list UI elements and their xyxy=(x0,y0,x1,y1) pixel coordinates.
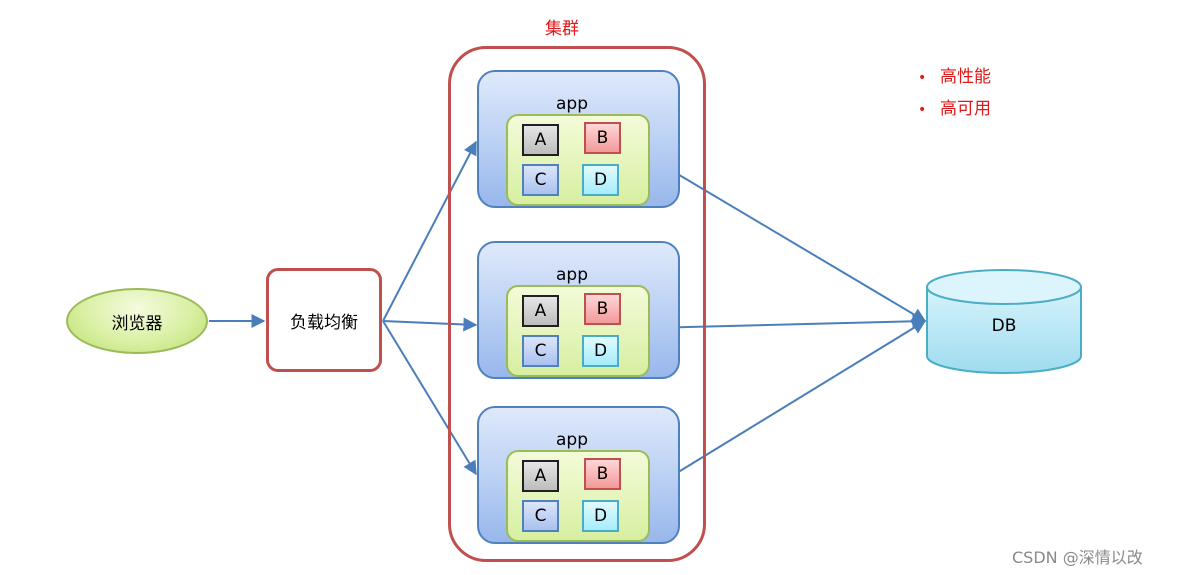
app-label: app xyxy=(556,265,588,285)
cluster-title: 集群 xyxy=(545,19,579,39)
arrow-app-1-to-db xyxy=(648,156,927,322)
app-label: app xyxy=(556,430,588,450)
module-b: B xyxy=(584,293,621,325)
app-node-2: app A B C D xyxy=(477,241,680,379)
app-label: app xyxy=(556,94,588,114)
feature-text: 高性能 xyxy=(940,67,991,87)
bullet-icon: • xyxy=(918,70,927,86)
arrow-lb-to-app-2 xyxy=(382,317,478,332)
feature-text: 高可用 xyxy=(940,99,991,119)
watermark: CSDN @深情以改 xyxy=(1012,548,1143,567)
arrow-app-3-to-db xyxy=(648,320,927,491)
arrow-app-2-to-db xyxy=(648,314,927,329)
cluster-frame xyxy=(448,46,706,562)
browser-node: 浏览器 xyxy=(66,288,208,354)
database-label: DB xyxy=(991,316,1017,336)
module-a: A xyxy=(522,295,559,327)
arrow-lb-to-app-1 xyxy=(382,140,477,322)
module-c: C xyxy=(522,335,559,367)
browser-label: 浏览器 xyxy=(111,313,163,334)
module-group: A B C D xyxy=(506,114,650,206)
module-c: C xyxy=(522,164,559,196)
module-a: A xyxy=(522,460,559,492)
module-c: C xyxy=(522,500,559,532)
feature-item: • 高可用 xyxy=(918,94,991,119)
module-group: A B C D xyxy=(506,450,650,542)
module-d: D xyxy=(582,500,619,532)
load-balancer-label: 负载均衡 xyxy=(290,312,358,333)
module-b: B xyxy=(584,122,621,154)
database-cylinder xyxy=(926,269,1082,374)
feature-item: • 高性能 xyxy=(918,62,991,87)
module-b: B xyxy=(584,458,621,490)
module-a: A xyxy=(522,124,559,156)
arrow-lb-to-app-3 xyxy=(382,320,477,476)
load-balancer-node: 负载均衡 xyxy=(266,268,382,372)
app-node-3: app A B C D xyxy=(477,406,680,544)
module-d: D xyxy=(582,335,619,367)
module-group: A B C D xyxy=(506,285,650,377)
app-node-1: app A B C D xyxy=(477,70,680,208)
bullet-icon: • xyxy=(918,102,927,118)
module-d: D xyxy=(582,164,619,196)
